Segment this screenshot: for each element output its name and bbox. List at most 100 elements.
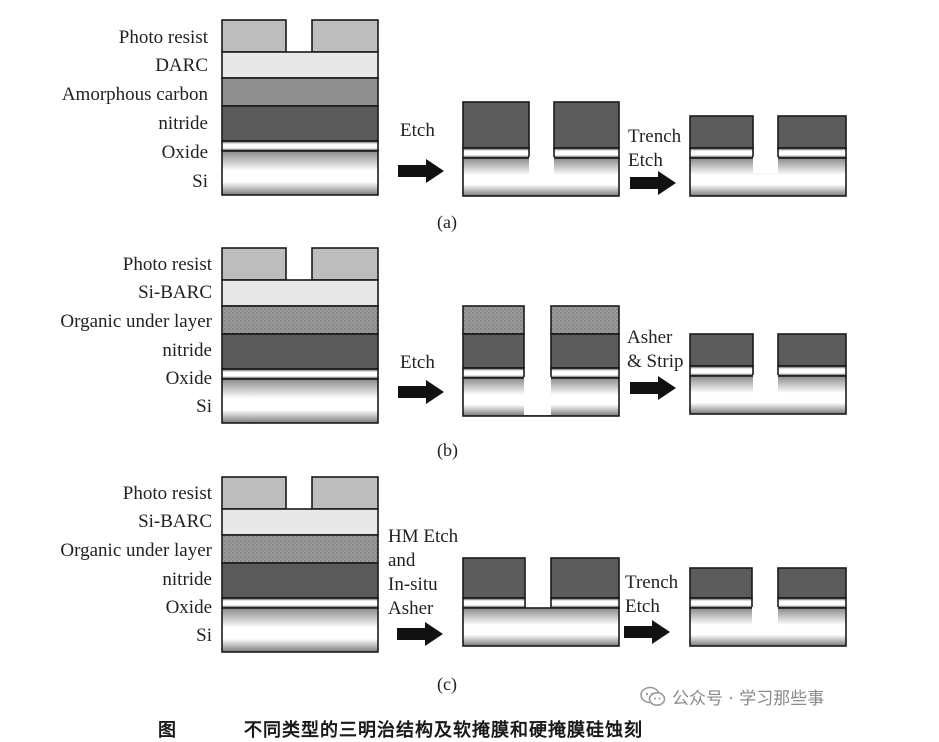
si-substrate-c-right <box>689 607 847 647</box>
oxide-right-b-right <box>777 365 847 377</box>
trench-a-right <box>753 157 778 173</box>
oxide-layer-b <box>221 368 379 380</box>
si-substrate-b-right <box>689 375 847 415</box>
arc-layer-a <box>221 51 379 79</box>
layer-label-organic-under-layer-b: Organic under layer <box>60 311 212 332</box>
nitride-left-a-right <box>689 115 754 149</box>
oxide-layer-c <box>221 597 379 609</box>
oxide-right-a-mid <box>553 147 620 159</box>
nitride-layer-c <box>221 562 379 599</box>
figure-caption: 图 不同类型的三明治结构及软掩膜和硬掩膜硅蚀刻 <box>0 716 939 741</box>
oxide-left-c-right <box>689 597 753 609</box>
oxide-right-a-right <box>777 147 847 159</box>
step-label-trench-a: Trench <box>628 126 682 147</box>
step-label-asher-b: Asher <box>627 327 673 348</box>
si-substrate-b <box>221 378 379 424</box>
nitride-right-c-right <box>777 567 847 599</box>
wechat-icon <box>640 686 666 706</box>
underlayer-c <box>221 534 379 564</box>
step-label-strip-b: & Strip <box>627 351 684 372</box>
layer-label-organic-under-layer-c: Organic under layer <box>60 540 212 561</box>
oxide-right-b-mid <box>550 367 620 379</box>
oxide-left-b-mid <box>462 367 525 379</box>
oxide-left-a-mid <box>462 147 530 159</box>
step-label-hm-etch-c: HM Etch <box>388 526 459 547</box>
arrow-trench-etch-c <box>624 620 670 644</box>
panel-label-b: (b) <box>437 440 458 460</box>
nitride-left-b-right <box>689 333 754 367</box>
arc-layer-b <box>221 279 379 307</box>
oxide-left-b-right <box>689 365 754 377</box>
photo-resist-block-left-c <box>221 476 287 510</box>
photo-resist-block-left-a <box>221 19 287 53</box>
photo-resist-block-right-a <box>311 19 379 53</box>
watermark: 公众号 · 学习那些事 <box>640 684 824 709</box>
si-substrate-a <box>221 150 379 196</box>
oxide-right-c-mid <box>550 597 620 609</box>
amorphous-carbon-right-a-mid <box>553 101 620 149</box>
trench-b-mid <box>524 377 551 415</box>
layer-label-photo-resist-c: Photo resist <box>122 483 212 504</box>
arrow-trench-etch-a <box>630 171 676 195</box>
oxide-right-c-right <box>777 597 847 609</box>
nitride-right-b-mid <box>550 333 620 369</box>
watermark-text: 公众号 · 学习那些事 <box>672 689 825 709</box>
oxide-layer-a <box>221 140 379 152</box>
amorphous-carbon-left-a-mid <box>462 101 530 149</box>
layer-label-darc-a: DARC <box>155 55 208 76</box>
step-label-trench-c: Trench <box>625 572 679 593</box>
si-substrate-a-mid <box>462 157 620 197</box>
caption-text: 不同类型的三明治结构及软掩膜和硬掩膜硅蚀刻 <box>244 720 643 741</box>
step-label-trench-etch-a: Etch <box>628 150 663 171</box>
layer-label-si-a: Si <box>192 171 208 192</box>
layer-label-si-c: Si <box>196 625 212 646</box>
underlayer-a <box>221 77 379 107</box>
nitride-layer-b <box>221 333 379 370</box>
organic-underlayer-left-b-mid <box>462 305 525 335</box>
layer-label-oxide-b: Oxide <box>165 368 212 389</box>
caption-figure-label: 图 <box>158 720 176 741</box>
step-label-etch-b: Etch <box>400 352 435 373</box>
panel-label-a: (a) <box>437 212 457 232</box>
arrow-asher-strip-b <box>630 376 676 400</box>
underlayer-b <box>221 305 379 335</box>
nitride-right-a-right <box>777 115 847 149</box>
layer-label-si-barc-c: Si-BARC <box>138 511 212 532</box>
trench-a-mid <box>529 157 554 179</box>
trench-c-right <box>752 607 778 633</box>
layer-label-nitride-a: nitride <box>158 113 208 134</box>
layer-label-amorphous-carbon-a: Amorphous carbon <box>61 84 208 105</box>
arc-layer-c <box>221 508 379 536</box>
photo-resist-block-right-c <box>311 476 379 510</box>
oxide-left-c-mid <box>462 597 526 609</box>
nitride-layer-a <box>221 105 379 142</box>
si-substrate-b-mid <box>462 377 620 417</box>
photo-resist-block-left-b <box>221 247 287 281</box>
step-label-trench-etch-c: Etch <box>625 596 660 617</box>
layer-label-si-barc-b: Si-BARC <box>138 282 212 303</box>
nitride-right-c-mid <box>550 557 620 599</box>
oxide-left-a-right <box>689 147 754 159</box>
arrow-hm-etch-c <box>397 622 443 646</box>
si-substrate-a-right <box>689 157 847 197</box>
layer-label-nitride-b: nitride <box>162 340 212 361</box>
arrow-etch-a <box>398 159 444 183</box>
trench-b-right <box>753 375 778 403</box>
layer-label-photo-resist-a: Photo resist <box>118 27 208 48</box>
arrow-etch-b <box>398 380 444 404</box>
step-label-asher-c: Asher <box>388 598 434 619</box>
nitride-left-b-mid <box>462 333 525 369</box>
layer-label-nitride-c: nitride <box>162 569 212 590</box>
photo-resist-block-right-b <box>311 247 379 281</box>
step-label-and-c: and <box>388 550 416 571</box>
layer-label-si-b: Si <box>196 396 212 417</box>
nitride-left-c-mid <box>462 557 526 599</box>
layer-label-oxide-c: Oxide <box>165 597 212 618</box>
nitride-left-c-right <box>689 567 753 599</box>
step-label-etch-a: Etch <box>400 120 435 141</box>
nitride-right-b-right <box>777 333 847 367</box>
layer-label-oxide-a: Oxide <box>161 142 208 163</box>
panel-label-c: (c) <box>437 674 457 694</box>
step-label-in-situ-c: In-situ <box>388 574 438 595</box>
